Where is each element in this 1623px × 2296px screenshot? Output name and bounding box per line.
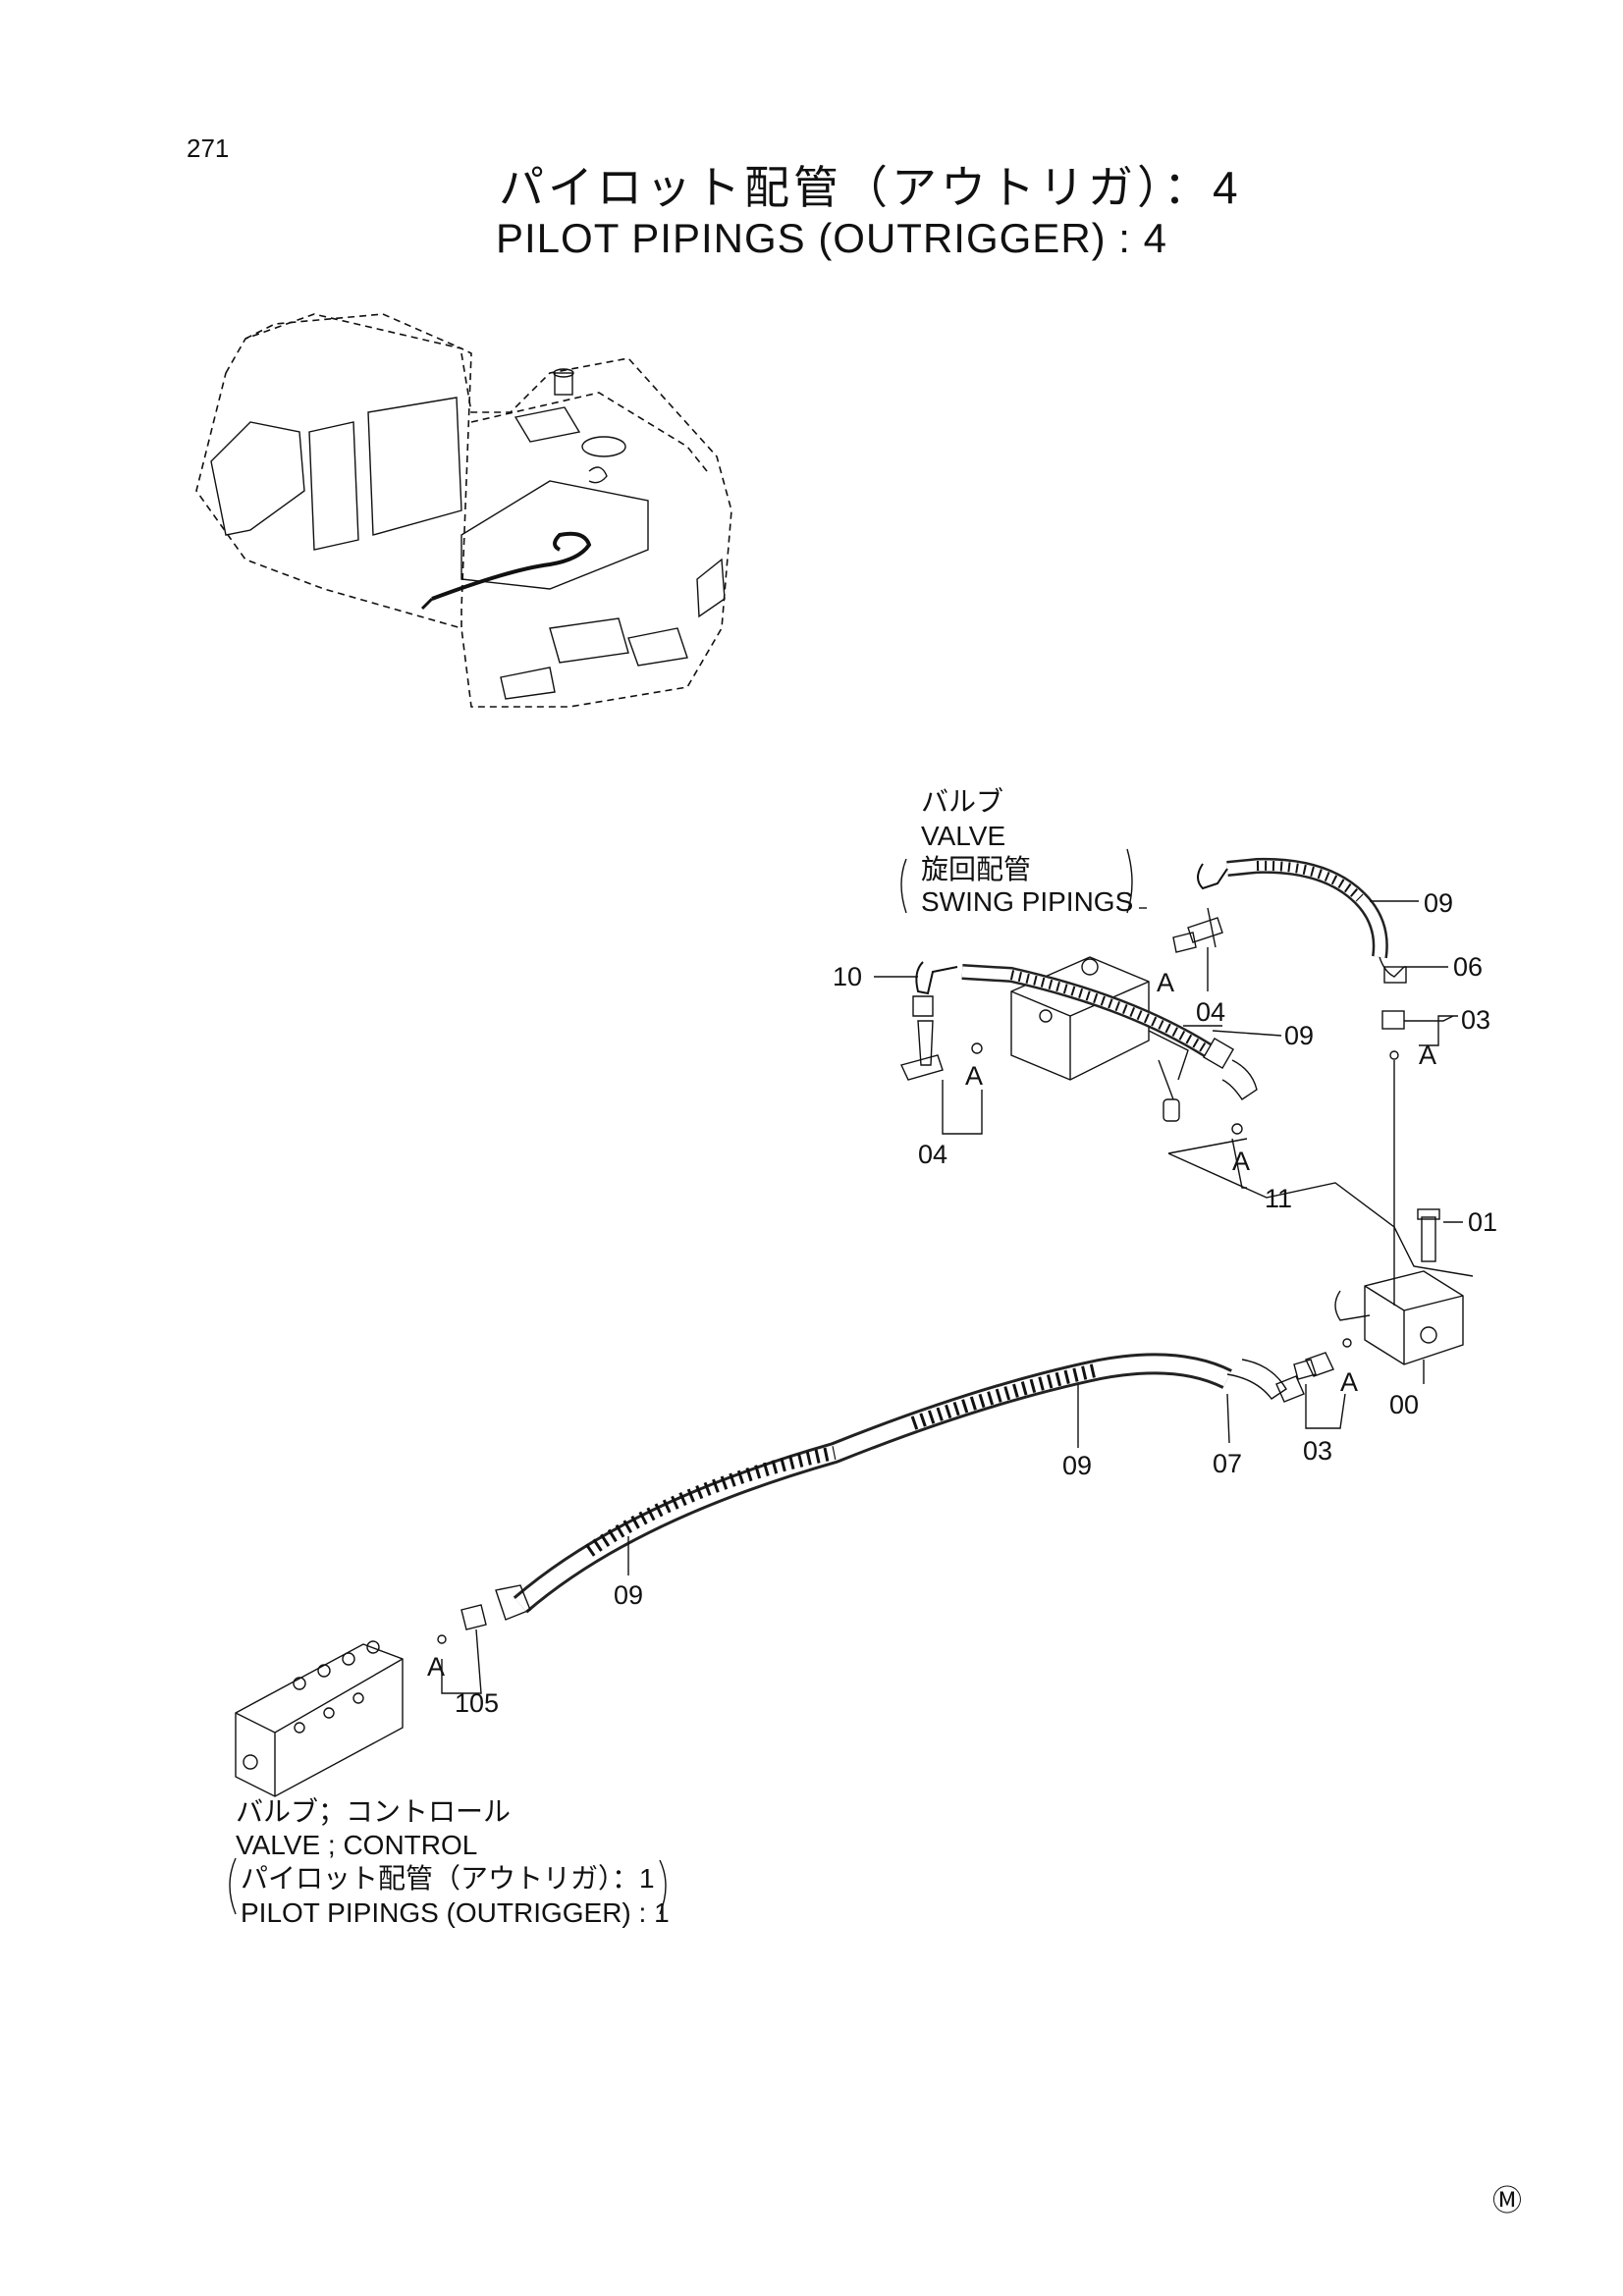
detail-guides — [1167, 1138, 1474, 1277]
upper-hose-top — [1197, 857, 1407, 984]
label-brackets — [229, 848, 1133, 1915]
detail-marker-a: A — [1419, 1041, 1437, 1070]
callout-10: 10 — [833, 962, 863, 991]
callout-03-top: 03 — [1461, 1005, 1491, 1035]
detail-marker-a: A — [965, 1061, 984, 1091]
page-title-english: PILOT PIPINGS (OUTRIGGER) : 4 — [496, 215, 1167, 261]
valve-swing-sub-en: SWING PIPINGS — [921, 886, 1134, 917]
detail-marker-a: A — [427, 1652, 446, 1682]
callout-09-bottom: 09 — [614, 1580, 644, 1610]
valve-swing-label-jp: バルブ — [921, 786, 1004, 817]
callout-07: 07 — [1213, 1449, 1243, 1478]
callout-11: 11 — [1265, 1184, 1293, 1213]
leader-lines — [441, 900, 1463, 1694]
page-title-japanese: パイロット配管（アウトリガ）：4 — [499, 162, 1242, 213]
callout-04-right: 04 — [1196, 997, 1226, 1027]
callout-09-lower: 09 — [1062, 1451, 1093, 1480]
detail-marker-a: A — [1340, 1367, 1359, 1397]
control-valve-block — [235, 1604, 487, 1797]
valve-control-sub-jp: パイロット配管（アウトリガ）：1 — [241, 1863, 655, 1894]
valve-swing-sub-jp: 旋回配管 — [921, 854, 1032, 884]
callout-03-bottom: 03 — [1303, 1436, 1333, 1466]
callout-01: 01 — [1468, 1207, 1498, 1237]
valve-control-label-jp: バルブ；コントロール — [236, 1796, 512, 1827]
callout-105: 105 — [455, 1688, 500, 1718]
fittings — [900, 907, 1440, 1306]
upper-hose-mid — [915, 961, 1258, 1100]
swing-valve-block — [1010, 956, 1189, 1122]
valve-control-sub-en: PILOT PIPINGS (OUTRIGGER) : 1 — [241, 1897, 670, 1928]
callout-04-left: 04 — [918, 1140, 948, 1169]
callout-09-mid: 09 — [1284, 1021, 1315, 1050]
valve-swing-label-en: VALVE — [921, 821, 1006, 851]
page-number: 271 — [187, 133, 230, 163]
callout-09-top: 09 — [1424, 888, 1454, 918]
detail-marker-a: A — [1232, 1147, 1251, 1176]
lower-hose — [495, 1353, 1305, 1621]
excavator-overview — [195, 313, 732, 708]
manufacturer-logo: Ⓜ — [1492, 2185, 1522, 2217]
manifold-block-00 — [1293, 1270, 1464, 1380]
valve-control-label-en: VALVE ; CONTROL — [236, 1830, 478, 1860]
callout-00: 00 — [1389, 1390, 1420, 1419]
callout-06: 06 — [1453, 952, 1484, 982]
detail-marker-a: A — [1157, 968, 1175, 997]
